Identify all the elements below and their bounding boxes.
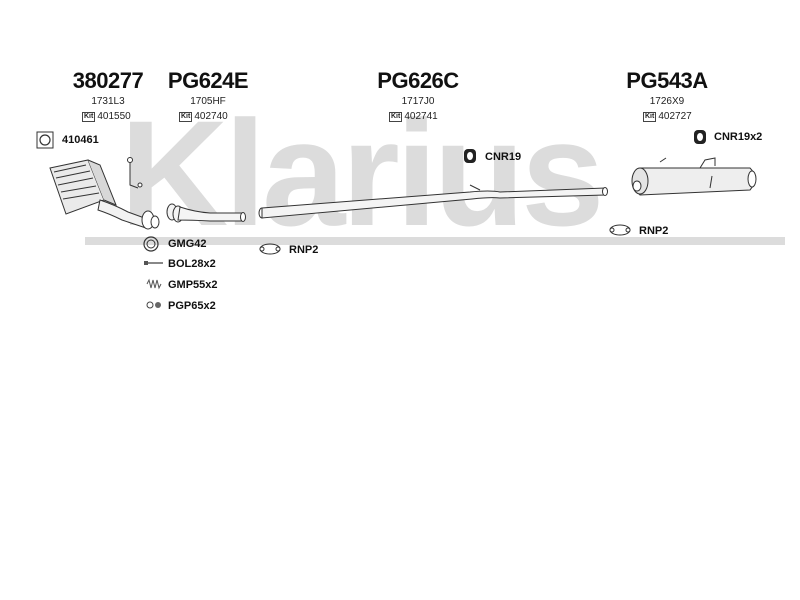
rubber-mount-icon bbox=[694, 130, 706, 144]
springs-label: GMP55x2 bbox=[168, 279, 218, 291]
centre-pipe-drawing bbox=[258, 184, 608, 219]
spring-icon bbox=[146, 278, 162, 290]
ring-icon bbox=[609, 224, 631, 236]
gasket-label: GMG42 bbox=[168, 238, 207, 250]
oe-number-catalyst: 1731L3 bbox=[91, 96, 125, 107]
rubber-mount-label-right: CNR19x2 bbox=[714, 131, 763, 143]
oe-number-rear-silencer: 1726X9 bbox=[649, 96, 685, 107]
ring-icon bbox=[259, 243, 281, 255]
part-number-catalyst: 380277 bbox=[72, 68, 144, 93]
rubber-mount-label-left: CNR19 bbox=[485, 151, 522, 163]
part-number-rear-silencer: PG543A bbox=[626, 68, 708, 93]
rear-silencer-drawing bbox=[631, 157, 757, 196]
oe-number-front-pipe: 1705HF bbox=[190, 96, 226, 107]
catalyst-drawing bbox=[49, 157, 160, 230]
kit-tag: Kit bbox=[82, 111, 96, 122]
nuts-label: PGP65x2 bbox=[168, 300, 216, 312]
clamp-icon bbox=[36, 131, 54, 149]
ring-label-right: RNP2 bbox=[639, 225, 669, 237]
ring-label-left: RNP2 bbox=[289, 244, 319, 256]
clamp-label: 410461 bbox=[62, 134, 99, 146]
kit-number: 402727 bbox=[658, 111, 692, 122]
oe-number-centre-pipe: 1717J0 bbox=[401, 96, 435, 107]
watermark-underline bbox=[85, 237, 785, 245]
bolts-label: BOL28x2 bbox=[168, 258, 216, 270]
kit-tag: Kit bbox=[179, 111, 193, 122]
kit-tag: Kit bbox=[389, 111, 403, 122]
watermark-text: Klarius bbox=[120, 89, 601, 257]
front-pipe-drawing bbox=[166, 203, 246, 223]
kit-tag: Kit bbox=[643, 111, 657, 122]
kit-number: 402740 bbox=[194, 111, 228, 122]
nut-icon bbox=[146, 301, 161, 309]
rubber-mount-icon bbox=[464, 149, 476, 163]
gasket-icon bbox=[143, 236, 159, 252]
kit-number: 402741 bbox=[404, 111, 438, 122]
part-number-front-pipe: PG624E bbox=[167, 68, 249, 93]
bolt-icon bbox=[144, 261, 163, 265]
kit-number: 401550 bbox=[97, 111, 131, 122]
part-number-centre-pipe: PG626C bbox=[377, 68, 459, 93]
